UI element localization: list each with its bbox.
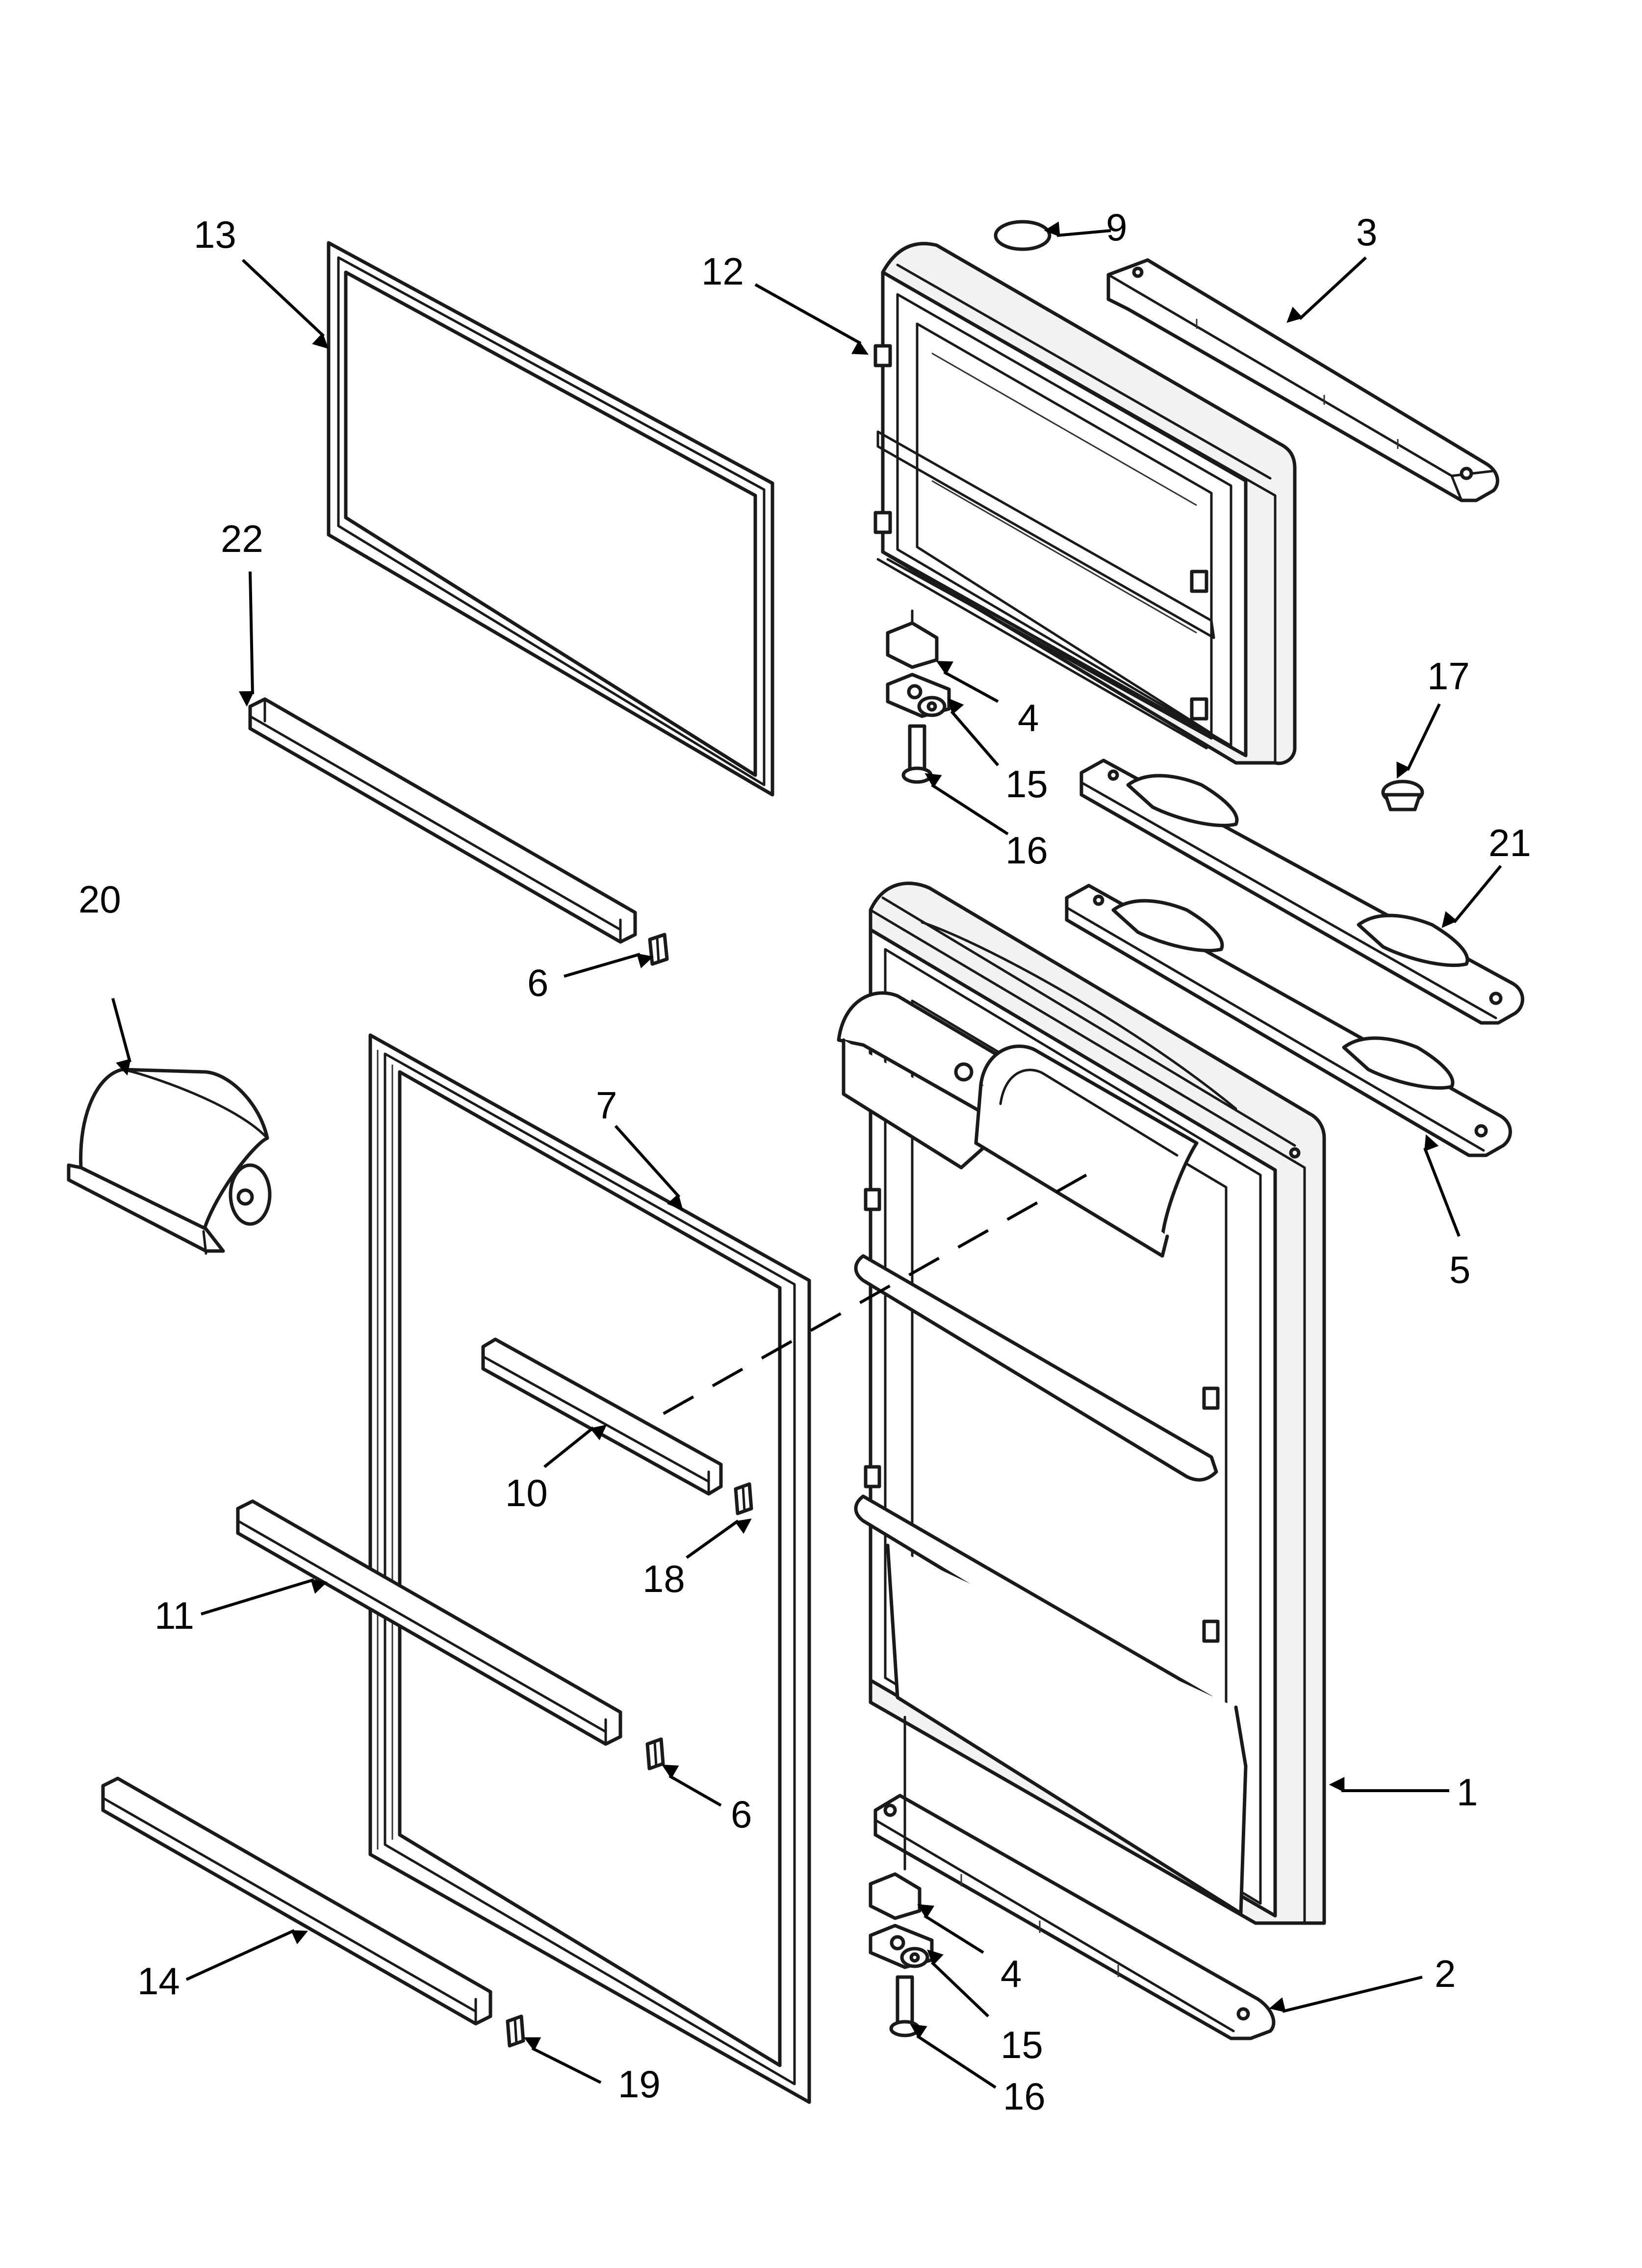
callout-14: 14 xyxy=(137,1959,180,2003)
leader-13 xyxy=(241,259,329,349)
leader-5 xyxy=(1423,1134,1461,1237)
leader-9 xyxy=(1044,221,1111,237)
part-5-handle-lower xyxy=(1065,884,1512,1157)
leader-19 xyxy=(523,2037,602,2084)
callout-17: 17 xyxy=(1427,654,1470,698)
leader-10 xyxy=(543,1424,607,1468)
part-17-plug xyxy=(1381,780,1424,811)
leader-3 xyxy=(1286,256,1367,323)
part-2-bottom-trim xyxy=(873,1794,1276,2040)
leader-6a xyxy=(564,953,654,978)
callout-3: 3 xyxy=(1356,210,1377,254)
part-7-fresh-food-gasket xyxy=(368,1033,811,2104)
part-19-end-cap xyxy=(506,2014,525,2048)
lower-hinge-hardware xyxy=(869,1716,934,2037)
callout-5: 5 xyxy=(1449,1248,1470,1291)
callout-10: 10 xyxy=(505,1471,548,1514)
callout-labels: 13 12 9 3 22 4 15 16 17 21 6 20 7 5 10 1… xyxy=(78,206,1531,2118)
callout-7: 7 xyxy=(596,1084,617,1127)
leader-16a xyxy=(924,773,1009,835)
leader-14 xyxy=(185,1929,308,1981)
part-13-freezer-gasket xyxy=(327,241,774,797)
callout-4b: 4 xyxy=(1001,1952,1022,1995)
callout-15b: 15 xyxy=(1001,2023,1043,2066)
leader-15b xyxy=(927,1949,990,2018)
callout-21: 21 xyxy=(1488,821,1531,864)
assembly-dash-line xyxy=(646,1173,1087,1424)
part-10-door-strip xyxy=(481,1337,723,1496)
part-9-plug xyxy=(994,220,1052,251)
callout-4a: 4 xyxy=(1018,696,1039,739)
part-20-cylinder-bin xyxy=(67,1068,272,1255)
callout-12: 12 xyxy=(701,250,744,293)
leader-6b xyxy=(662,1764,722,1807)
leader-11 xyxy=(201,1578,328,1616)
leader-15a xyxy=(948,698,1000,766)
leader-4a xyxy=(936,661,999,703)
callout-18: 18 xyxy=(642,1557,685,1600)
callout-15a: 15 xyxy=(1005,762,1048,806)
part-18-end-cap xyxy=(734,1482,753,1515)
callout-11: 11 xyxy=(154,1594,194,1637)
part-6-end-cap-lower xyxy=(645,1737,665,1771)
part-3-top-trim xyxy=(1106,258,1499,502)
part-1-fresh-food-door xyxy=(837,882,1326,1925)
leader-20 xyxy=(111,998,131,1076)
leader-arrows xyxy=(111,221,1502,2089)
leader-21 xyxy=(1441,865,1502,928)
callout-6b: 6 xyxy=(731,1793,752,1836)
callout-16a: 16 xyxy=(1005,829,1048,872)
callout-22: 22 xyxy=(221,517,263,560)
part-14-door-strip xyxy=(101,1776,492,2026)
part-21-handle-upper xyxy=(1079,758,1524,1025)
leader-17 xyxy=(1396,703,1441,779)
leader-16b xyxy=(910,2024,997,2089)
callout-6a: 6 xyxy=(527,961,548,1004)
callout-9: 9 xyxy=(1106,206,1127,249)
upper-hinge-hardware xyxy=(886,609,951,784)
part-12-freezer-door xyxy=(873,242,1297,765)
callout-13: 13 xyxy=(194,213,236,256)
part-11-door-strip xyxy=(236,1499,622,1746)
leader-18 xyxy=(686,1518,752,1559)
part-22-freezer-strip xyxy=(248,697,637,944)
callout-2: 2 xyxy=(1435,1952,1456,1995)
callout-20: 20 xyxy=(78,878,121,921)
callout-16b: 16 xyxy=(1003,2075,1046,2118)
leader-4b xyxy=(917,1904,984,1954)
leader-22 xyxy=(238,571,255,707)
callout-19: 19 xyxy=(618,2062,661,2106)
leader-12 xyxy=(754,283,869,355)
callout-1: 1 xyxy=(1457,1771,1478,1814)
part-6-end-cap-upper xyxy=(648,933,669,966)
leader-7 xyxy=(614,1124,683,1210)
leader-2 xyxy=(1269,1976,1423,2013)
